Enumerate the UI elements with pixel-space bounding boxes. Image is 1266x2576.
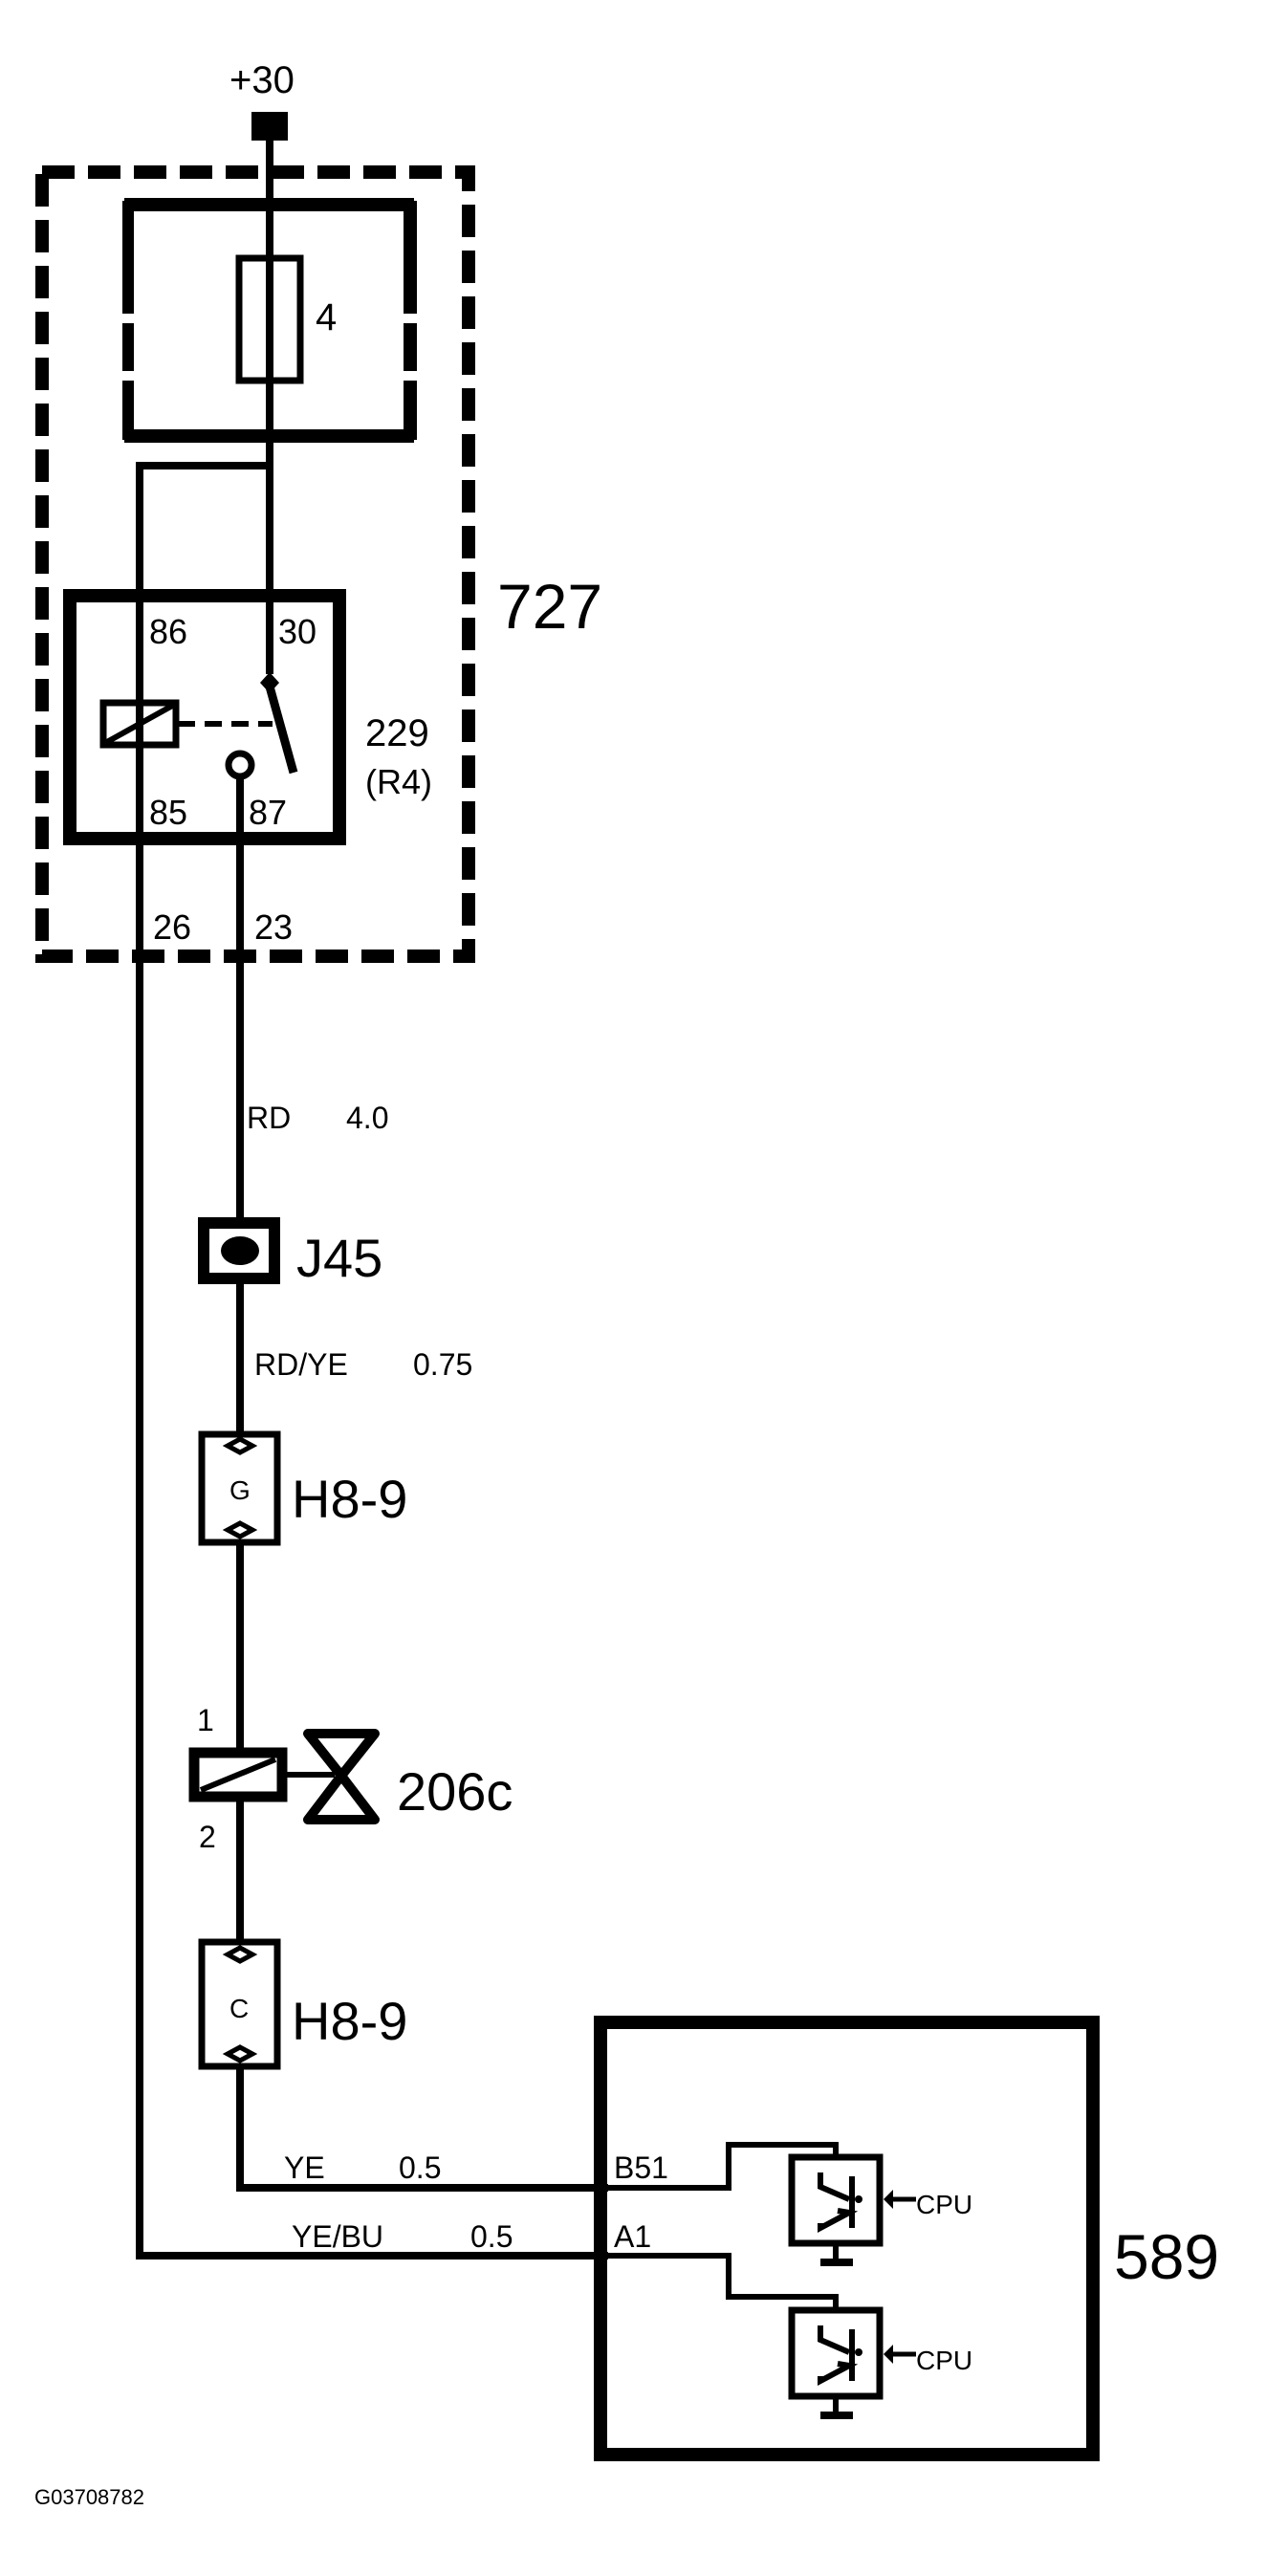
- wire-rd-size: 4.0: [346, 1101, 388, 1135]
- wire-ye-bu: [136, 1243, 608, 2259]
- fuse-label: 4: [316, 296, 337, 338]
- wire-rdye-size: 0.75: [413, 1347, 472, 1382]
- connector-label: H8-9: [292, 1991, 407, 2051]
- output-23-label: 23: [254, 907, 293, 947]
- connector-pin-c: C: [229, 1994, 249, 2023]
- supply-label: +30: [229, 59, 295, 101]
- contact-87-icon: [225, 750, 255, 780]
- arrow-icon: [884, 2345, 893, 2364]
- driver-transistor-1: CPU: [788, 2153, 972, 2266]
- splice-label: J45: [296, 1228, 382, 1288]
- pin-85-label: 85: [149, 793, 187, 832]
- connector-h8-9-c: C H8-9: [198, 1938, 407, 2070]
- wire-yebu-color: YE/BU: [292, 2219, 383, 2254]
- wire-rdye-color: RD/YE: [254, 1347, 348, 1382]
- valve-icon: [303, 1729, 380, 1780]
- wire-ye-size: 0.5: [399, 2150, 441, 2185]
- fusebox-id: 727: [497, 571, 602, 642]
- figure-code: G03708782: [34, 2485, 144, 2509]
- solenoid-pin-2: 2: [199, 1820, 216, 1854]
- relay-229: 86 30 85 87 229 (R4): [63, 589, 432, 845]
- ecu-label: 589: [1114, 2221, 1219, 2292]
- solenoid-pin-1: 1: [197, 1703, 214, 1737]
- fusebox-enclosure: [35, 165, 475, 963]
- pin-86-label: 86: [149, 612, 187, 651]
- terminal-square-icon: [251, 112, 288, 141]
- relay-id: 229: [365, 712, 429, 754]
- ecu-589: 589 B51 A1 CPU CPU: [594, 2016, 1219, 2461]
- splice-dot-icon: [221, 1236, 259, 1265]
- cpu-label: CPU: [916, 2346, 972, 2375]
- pin-30-label: 30: [278, 612, 316, 651]
- driver-transistor-2: CPU: [788, 2306, 972, 2419]
- arrow-icon: [884, 2190, 893, 2209]
- wire-yebu-size: 0.5: [470, 2219, 513, 2254]
- wire-rd-color: RD: [247, 1101, 291, 1135]
- relay-position: (R4): [365, 762, 432, 801]
- connector-label: H8-9: [292, 1469, 407, 1529]
- relay-switch-icon: [265, 685, 298, 775]
- ecu-pin-a1: A1: [614, 2219, 651, 2254]
- connector-h8-9-g: G H8-9: [198, 1430, 407, 1546]
- transistor-icon: [818, 2325, 859, 2386]
- solenoid-206c: 1 2 206c: [188, 1703, 513, 1854]
- connector-pin-g: G: [229, 1475, 251, 1505]
- wire-ye-color: YE: [284, 2150, 325, 2185]
- coil-feed-wire: [136, 462, 270, 1243]
- relay-coil-icon: [99, 699, 180, 749]
- ecu-pin-b51: B51: [614, 2150, 668, 2185]
- output-26-label: 26: [153, 907, 191, 947]
- solenoid-label: 206c: [397, 1761, 513, 1822]
- pin-87-label: 87: [249, 793, 287, 832]
- splice-j45: J45: [198, 1217, 382, 1288]
- wire-ye: [236, 2066, 608, 2192]
- supply-terminal: +30: [229, 59, 295, 141]
- cpu-label: CPU: [916, 2190, 972, 2219]
- transistor-icon: [818, 2172, 859, 2233]
